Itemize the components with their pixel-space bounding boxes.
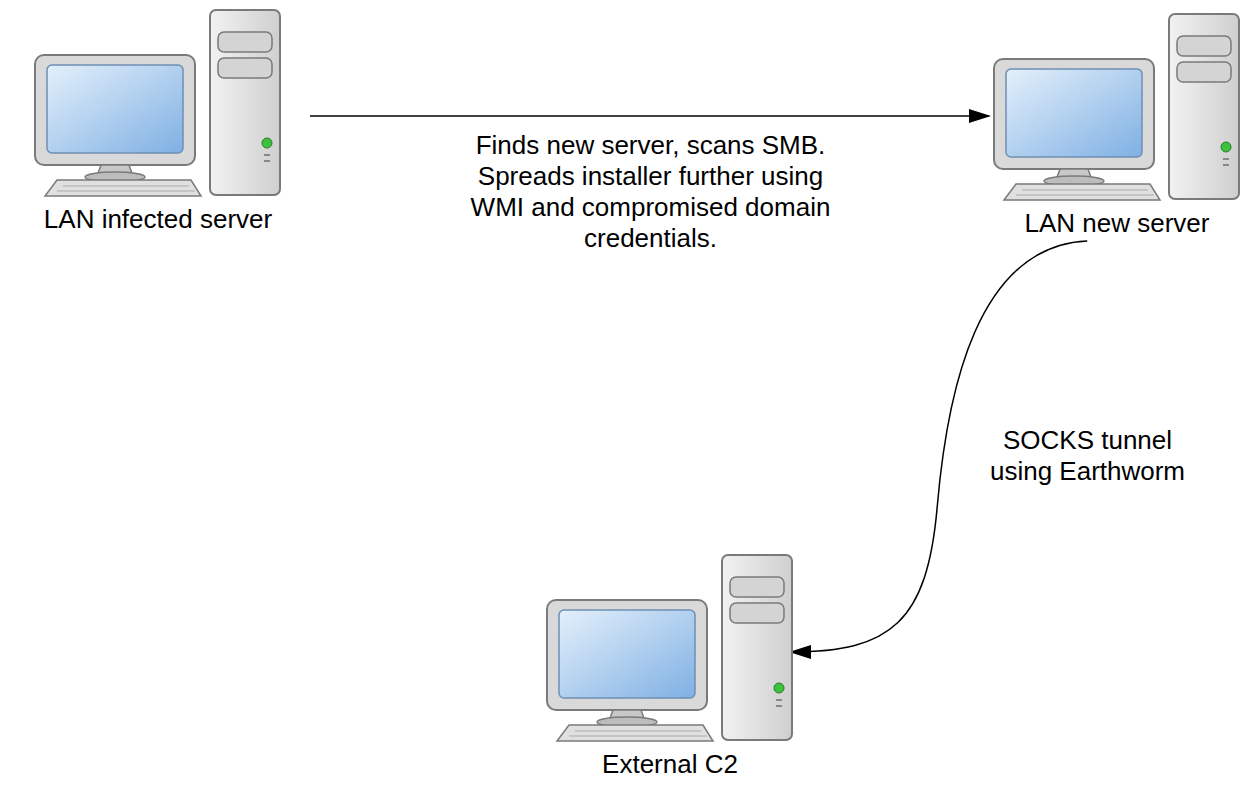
edge-label: Finds new server, scans SMB. Spreads ins…	[451, 130, 851, 254]
edge-label: SOCKS tunnel using Earthworm	[975, 425, 1200, 487]
arrow-connector	[310, 115, 989, 117]
node-label: LAN infected server	[44, 204, 272, 234]
computer-icon	[33, 8, 283, 198]
computer-node: LAN infected server	[8, 8, 308, 234]
computer-icon	[992, 12, 1242, 202]
node-label: LAN new server	[1025, 208, 1210, 238]
computer-node: LAN new server	[993, 12, 1241, 238]
computer-icon	[545, 553, 795, 743]
node-label: External C2	[602, 749, 738, 779]
computer-node: External C2	[545, 553, 795, 779]
